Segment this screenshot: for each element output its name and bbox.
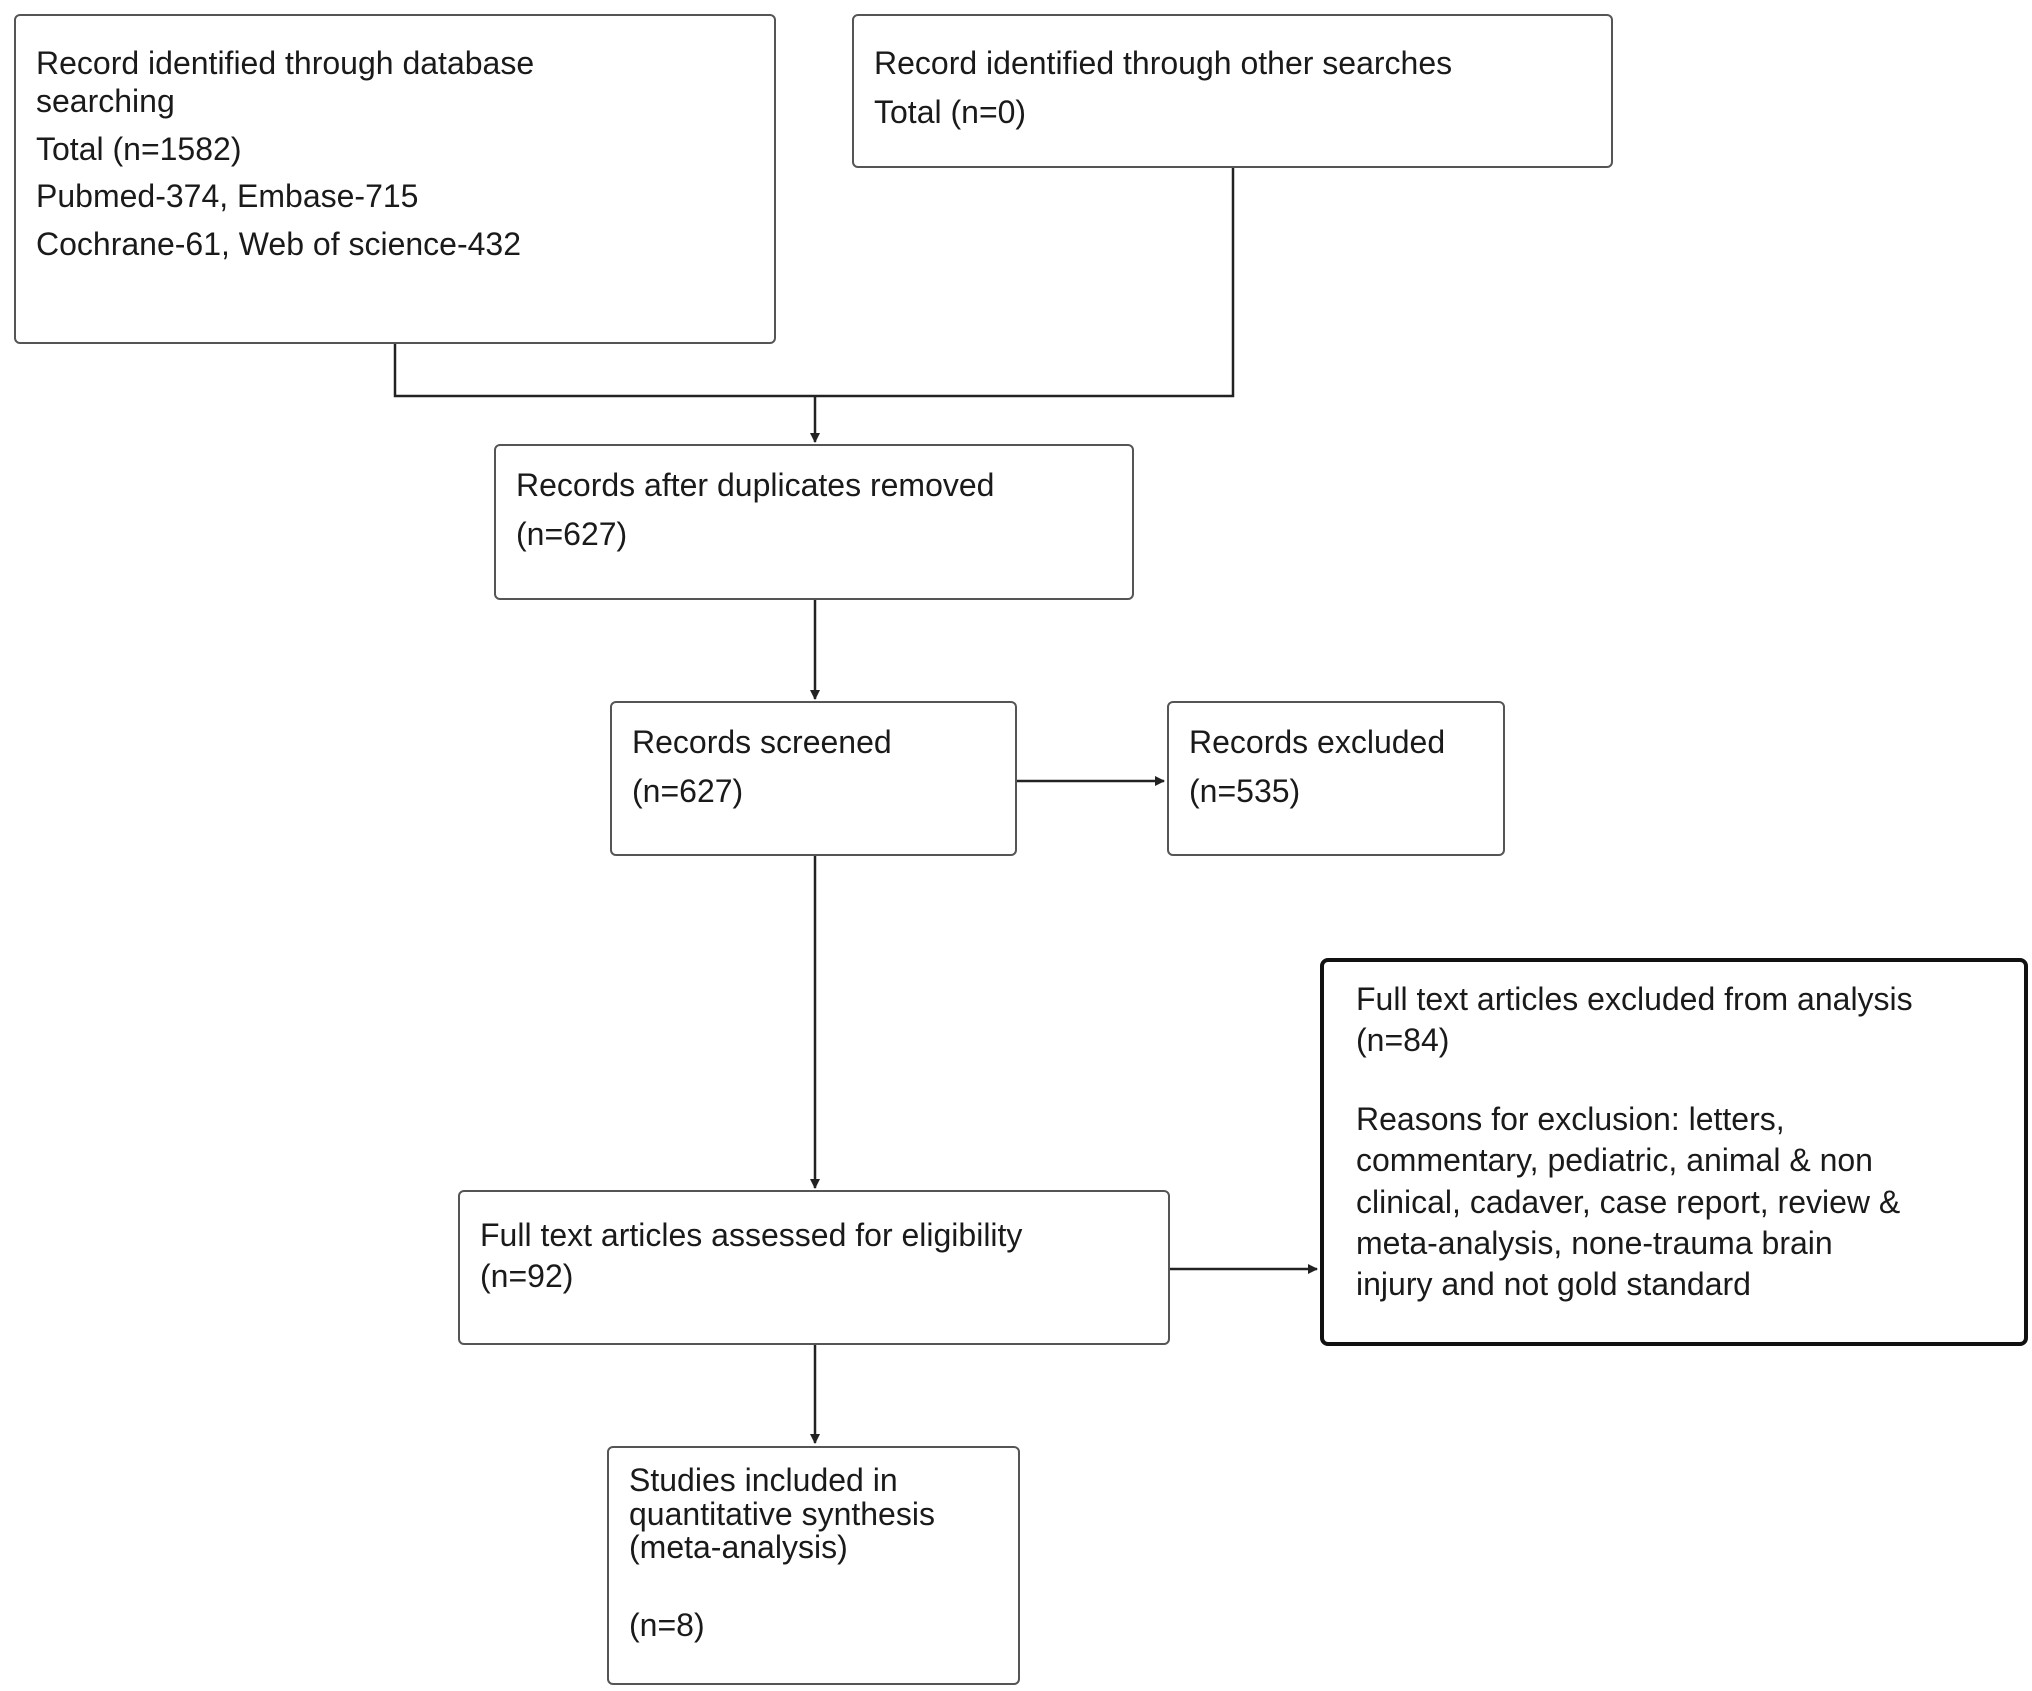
full-text-excluded-box: Full text articles excluded from analysi… (1320, 958, 2028, 1346)
exclusion-reason-line: Reasons for exclusion: letters, (1356, 1100, 1785, 1137)
spacer (629, 1565, 998, 1609)
full-text-assessed-title: Full text articles assessed for eligibil… (480, 1217, 1023, 1253)
other-search-title: Record identified through other searches (874, 45, 1453, 81)
exclusion-reason-line: meta-analysis, none-trauma brain (1356, 1224, 1833, 1261)
database-search-sources-cont: Cochrane-61, Web of science-432 (36, 225, 522, 262)
database-search-title: Record identified through database (36, 45, 535, 81)
records-screened-title: Records screened (632, 724, 892, 760)
duplicates-removed-box: Records after duplicates removed (n=627) (494, 444, 1134, 600)
full-text-excluded-count: (n=84) (1356, 1022, 1450, 1059)
other-search-box: Record identified through other searches… (852, 14, 1613, 168)
exclusion-reason-line: clinical, cadaver, case report, review & (1356, 1183, 1901, 1220)
records-excluded-count: (n=535) (1189, 773, 1301, 810)
studies-included-title-cont: (meta-analysis) (629, 1529, 848, 1566)
database-search-title-cont: searching (36, 83, 175, 120)
duplicates-removed-count: (n=627) (516, 516, 628, 553)
full-text-assessed-box: Full text articles assessed for eligibil… (458, 1190, 1170, 1345)
database-search-sources: Pubmed-374, Embase-715 (36, 178, 419, 215)
spacer (1356, 1060, 2004, 1100)
database-search-box: Record identified through database searc… (14, 14, 776, 344)
full-text-assessed-count: (n=92) (480, 1258, 574, 1295)
studies-included-title: Studies included in (629, 1462, 898, 1498)
records-screened-count: (n=627) (632, 773, 744, 810)
full-text-excluded-title: Full text articles excluded from analysi… (1356, 981, 1913, 1017)
studies-included-box: Studies included in quantitative synthes… (607, 1446, 1020, 1685)
records-screened-box: Records screened (n=627) (610, 701, 1017, 856)
records-excluded-box: Records excluded (n=535) (1167, 701, 1505, 856)
duplicates-removed-title: Records after duplicates removed (516, 467, 995, 503)
exclusion-reason-line: commentary, pediatric, animal & non (1356, 1142, 1873, 1179)
database-search-total: Total (n=1582) (36, 130, 242, 167)
studies-included-count: (n=8) (629, 1606, 705, 1643)
other-search-total: Total (n=0) (874, 94, 1027, 131)
studies-included-title-cont: quantitative synthesis (629, 1495, 935, 1532)
exclusion-reason-line: injury and not gold standard (1356, 1266, 1751, 1303)
records-excluded-title: Records excluded (1189, 724, 1446, 760)
